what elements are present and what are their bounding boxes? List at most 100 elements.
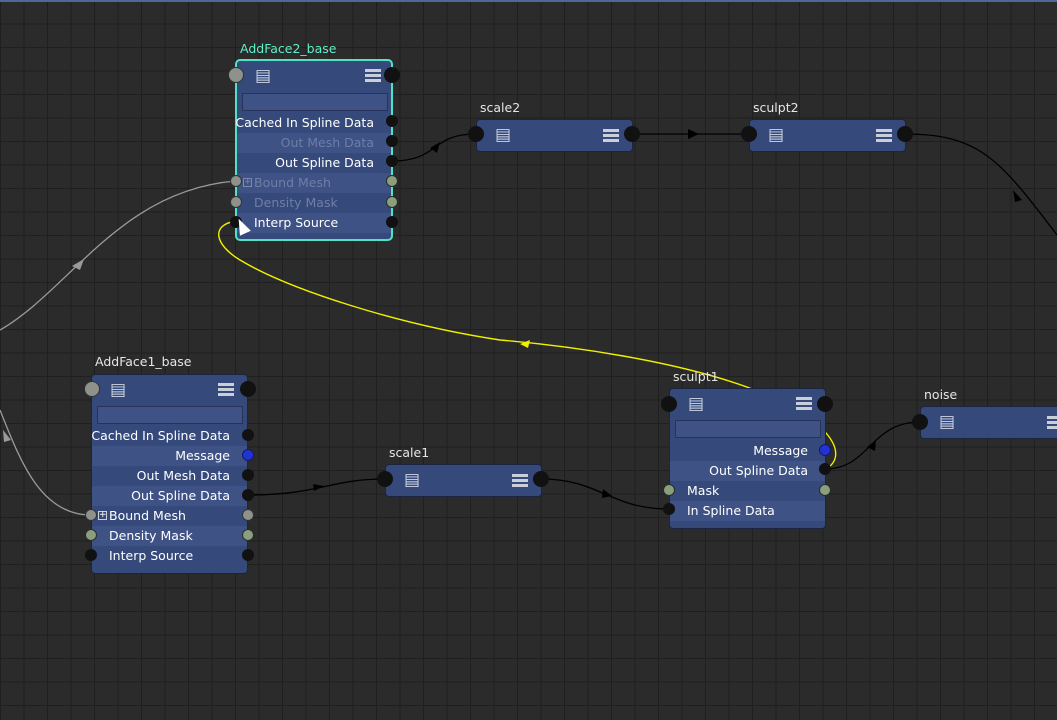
port-interp-source-out[interactable] (242, 549, 254, 561)
input-port[interactable] (741, 126, 757, 142)
wire-arrow-sc1n (867, 440, 876, 451)
port-out-mesh-out[interactable] (386, 135, 398, 147)
port-out-mesh-out[interactable] (242, 469, 254, 481)
node-addface1[interactable]: ▤ Cached In Spline Data Message Out Mesh… (91, 374, 248, 574)
wire-sculpt2-out[interactable] (904, 133, 1057, 236)
wire-arrow-s1sc1 (602, 489, 612, 498)
port-density-mask-out[interactable] (242, 529, 254, 541)
port-interp-source-in[interactable] (230, 216, 242, 228)
port-mask-in[interactable] (663, 484, 675, 496)
wire-arrow-yellow (520, 340, 530, 348)
node-title-addface1: AddFace1_base (95, 354, 192, 369)
node-type-icon: ▤ (938, 412, 956, 432)
port-bound-mesh-in[interactable] (85, 509, 97, 521)
plus-expand-icon[interactable]: + (98, 510, 107, 520)
port-density-mask-out[interactable] (386, 196, 398, 208)
attribute-menu-icon[interactable] (1047, 414, 1057, 430)
attr-message[interactable]: Message (753, 443, 808, 458)
attr-in-spline-data[interactable]: In Spline Data (670, 501, 825, 521)
node-noise[interactable]: ▤ (920, 406, 1057, 439)
wire-arrow-s2sc2 (688, 129, 699, 139)
attr-out-spline-data[interactable]: Out Spline Data (275, 155, 374, 170)
wire-arrow-addface1 (3, 430, 11, 442)
port-message-out[interactable] (819, 444, 831, 456)
input-port[interactable] (84, 381, 100, 397)
attr-mask[interactable]: Mask (687, 483, 720, 498)
node-title-sculpt2: sculpt2 (753, 100, 799, 115)
attr-out-mesh-data[interactable]: Out Mesh Data (237, 133, 391, 153)
attr-density-mask[interactable]: Density Mask (92, 526, 247, 546)
port-bound-mesh-out[interactable] (242, 509, 254, 521)
port-in-spline-in[interactable] (663, 503, 675, 515)
wire-to-addface2-bound-mesh[interactable] (0, 180, 237, 331)
wire-arrow-sc2out (1013, 190, 1022, 202)
attribute-menu-icon[interactable] (365, 67, 381, 83)
attribute-filter-field[interactable] (97, 406, 243, 424)
node-title-scale1: scale1 (389, 445, 430, 460)
attr-cached-in-spline-data[interactable]: Cached In Spline Data (91, 428, 230, 443)
window-top-border (0, 0, 1057, 2)
node-type-icon: ▤ (494, 125, 512, 145)
port-cached-out[interactable] (242, 429, 254, 441)
attr-bound-mesh[interactable]: +Bound Mesh (237, 173, 391, 193)
attr-out-spline-data[interactable]: Out Spline Data (670, 461, 825, 481)
attr-out-mesh-data[interactable]: Out Mesh Data (136, 468, 230, 483)
output-port[interactable] (817, 396, 833, 412)
output-port[interactable] (533, 471, 549, 487)
attribute-menu-icon[interactable] (796, 395, 812, 411)
port-out-spline-out[interactable] (819, 463, 831, 475)
node-scale2[interactable]: ▤ (476, 119, 633, 152)
input-port[interactable] (912, 414, 928, 430)
node-sculpt1[interactable]: ▤ Message Out Spline Data Mask In Spline… (669, 388, 826, 529)
input-port[interactable] (228, 67, 244, 83)
input-port[interactable] (377, 471, 393, 487)
wire-arrow-a2s2 (430, 142, 440, 153)
output-port[interactable] (624, 126, 640, 142)
attr-interp-source[interactable]: Interp Source (237, 213, 391, 233)
wire-arrow-addface2 (72, 259, 84, 270)
port-interp-source-in[interactable] (85, 549, 97, 561)
plus-expand-icon[interactable]: + (243, 177, 252, 187)
port-cached-out[interactable] (386, 115, 398, 127)
node-type-icon: ▤ (687, 394, 705, 414)
attribute-filter-field[interactable] (242, 93, 388, 111)
attr-cached-in-spline-data[interactable]: Cached In Spline Data (235, 115, 374, 130)
node-title-scale2: scale2 (480, 100, 521, 115)
port-message-out[interactable] (242, 449, 254, 461)
attr-density-mask[interactable]: Density Mask (254, 195, 338, 210)
input-port[interactable] (661, 396, 677, 412)
wire-arrow-a1s1 (313, 484, 324, 491)
node-title-addface2: AddFace2_base (240, 41, 337, 56)
port-interp-source-out[interactable] (386, 216, 398, 228)
port-bound-mesh-in[interactable] (230, 175, 242, 187)
node-addface2[interactable]: ▤ Cached In Spline Data Out Mesh Data Ou… (235, 59, 393, 241)
attribute-menu-icon[interactable] (603, 127, 619, 143)
attribute-menu-icon[interactable] (876, 127, 892, 143)
wire-to-addface1-bound-mesh[interactable] (0, 409, 92, 516)
output-port[interactable] (384, 67, 400, 83)
attribute-filter-field[interactable] (675, 420, 821, 438)
port-bound-mesh-out[interactable] (386, 175, 398, 187)
node-type-icon: ▤ (109, 380, 127, 400)
attribute-menu-icon[interactable] (512, 472, 528, 488)
attr-bound-mesh[interactable]: +Bound Mesh (98, 508, 186, 523)
attr-interp-source[interactable]: Interp Source (109, 548, 194, 563)
port-out-spline-out[interactable] (242, 489, 254, 501)
port-out-spline-out[interactable] (386, 155, 398, 167)
attribute-menu-icon[interactable] (218, 381, 234, 397)
node-header[interactable]: ▤ (670, 389, 825, 419)
port-density-mask-in[interactable] (230, 196, 242, 208)
node-scale1[interactable]: ▤ (385, 464, 542, 497)
wire-addface1-to-scale1[interactable] (246, 478, 386, 496)
attr-message[interactable]: Message (92, 446, 247, 466)
node-header[interactable]: ▤ (237, 61, 391, 91)
node-title-sculpt1: sculpt1 (673, 369, 719, 384)
port-mask-out[interactable] (819, 484, 831, 496)
attr-out-spline-data[interactable]: Out Spline Data (92, 486, 247, 506)
output-port[interactable] (897, 126, 913, 142)
port-density-mask-in[interactable] (85, 529, 97, 541)
node-sculpt2[interactable]: ▤ (749, 119, 906, 152)
output-port[interactable] (240, 381, 256, 397)
node-header[interactable]: ▤ (92, 375, 247, 405)
input-port[interactable] (468, 126, 484, 142)
